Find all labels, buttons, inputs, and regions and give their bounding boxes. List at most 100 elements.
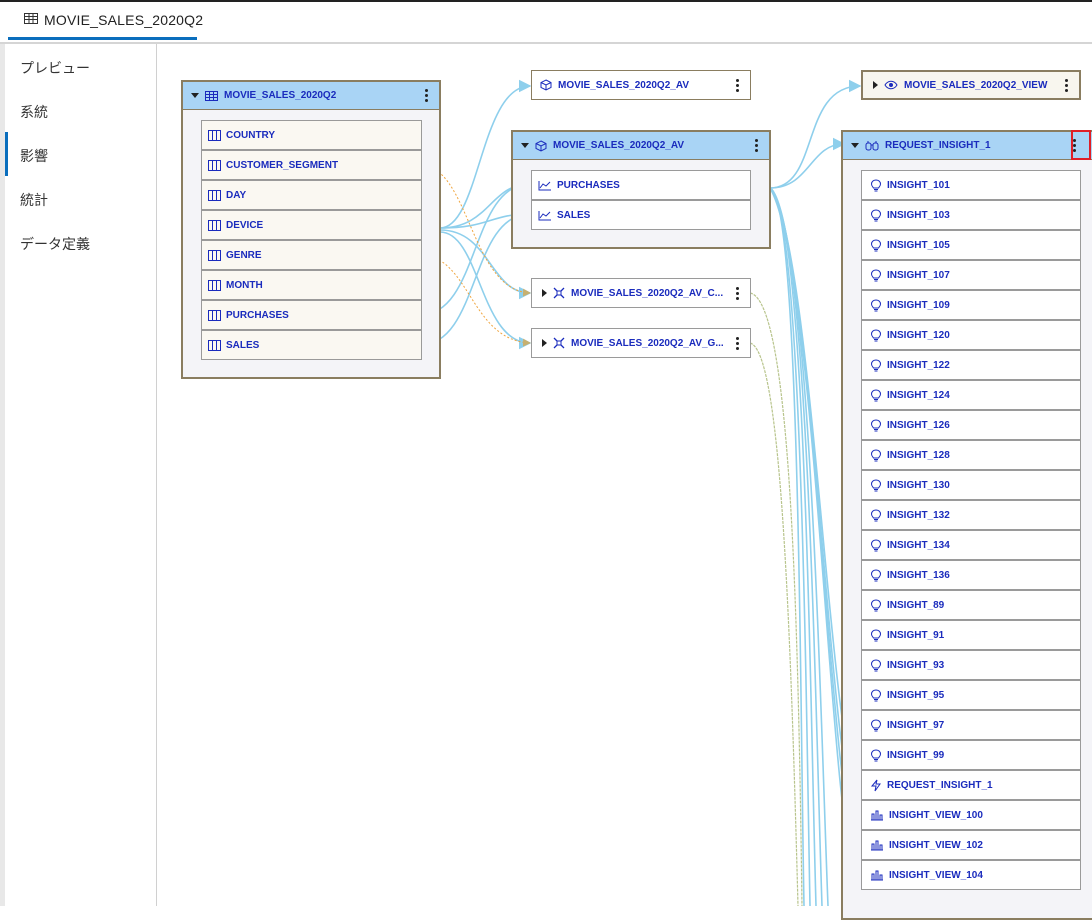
object-tab[interactable]: MOVIE_SALES_2020Q2 (8, 2, 203, 40)
insight-item-request-insight-1[interactable]: REQUEST_INSIGHT_1 (861, 770, 1081, 800)
insight-item-insight-103[interactable]: INSIGHT_103 (861, 200, 1081, 230)
kebab-menu-icon[interactable] (1063, 78, 1069, 92)
kebab-menu-icon[interactable] (753, 139, 759, 152)
column-label: SALES (226, 339, 260, 351)
column-icon (208, 189, 221, 201)
expand-caret-icon[interactable] (873, 81, 878, 89)
lightbulb-icon (870, 298, 882, 312)
lightbulb-icon (870, 508, 882, 522)
insight-item-insight-120[interactable]: INSIGHT_120 (861, 320, 1081, 350)
column-day[interactable]: DAY (201, 180, 422, 210)
kebab-menu-icon[interactable] (423, 89, 429, 102)
hierarchy-g-header[interactable]: MOVIE_SALES_2020Q2_AV_G... (532, 329, 750, 357)
insight-item-insight-132[interactable]: INSIGHT_132 (861, 500, 1081, 530)
kebab-menu-icon[interactable] (734, 286, 740, 300)
column-purchases[interactable]: PURCHASES (201, 300, 422, 330)
column-sales[interactable]: SALES (201, 330, 422, 360)
line-chart-icon (538, 210, 552, 221)
expand-caret-icon[interactable] (542, 289, 547, 297)
collapse-caret-icon[interactable] (851, 143, 859, 148)
left-edge (0, 44, 5, 906)
av-collapsed-node[interactable]: MOVIE_SALES_2020Q2_AV (531, 70, 751, 100)
insight-item-label: INSIGHT_VIEW_104 (889, 869, 983, 881)
nav-item-preview[interactable]: プレビュー (20, 60, 90, 76)
lightbulb-icon (870, 688, 882, 702)
insight-item-insight-136[interactable]: INSIGHT_136 (861, 560, 1081, 590)
hierarchy-c-header[interactable]: MOVIE_SALES_2020Q2_AV_C... (532, 279, 750, 307)
kebab-menu-icon[interactable] (1071, 139, 1077, 152)
insight-item-label: INSIGHT_99 (887, 749, 945, 761)
insight-item-label: INSIGHT_109 (887, 299, 950, 311)
insight-item-insight-91[interactable]: INSIGHT_91 (861, 620, 1081, 650)
insight-item-insight-109[interactable]: INSIGHT_109 (861, 290, 1081, 320)
lightbulb-icon (870, 358, 882, 372)
insight-item-insight-view-100[interactable]: INSIGHT_VIEW_100 (861, 800, 1081, 830)
lightbulb-icon (870, 478, 882, 492)
view-node-title: MOVIE_SALES_2020Q2_VIEW (904, 79, 1048, 91)
nav-item-statistics[interactable]: 統計 (20, 192, 48, 208)
column-genre[interactable]: GENRE (201, 240, 422, 270)
measure-label: PURCHASES (557, 179, 620, 191)
source-table-header[interactable]: MOVIE_SALES_2020Q2 (183, 82, 439, 110)
av-collapsed-header[interactable]: MOVIE_SALES_2020Q2_AV (532, 71, 750, 99)
insight-item-insight-124[interactable]: INSIGHT_124 (861, 380, 1081, 410)
insight-item-insight-89[interactable]: INSIGHT_89 (861, 590, 1081, 620)
measure-purchases[interactable]: PURCHASES (531, 170, 751, 200)
insight-item-insight-105[interactable]: INSIGHT_105 (861, 230, 1081, 260)
lightbulb-icon (870, 178, 882, 192)
insight-item-insight-99[interactable]: INSIGHT_99 (861, 740, 1081, 770)
nav-item-impact[interactable]: 影響 (20, 148, 48, 164)
insight-item-label: INSIGHT_107 (887, 269, 950, 281)
measure-sales[interactable]: SALES (531, 200, 751, 230)
insight-item-insight-97[interactable]: INSIGHT_97 (861, 710, 1081, 740)
av-expanded-title: MOVIE_SALES_2020Q2_AV (553, 140, 684, 151)
insight-item-insight-128[interactable]: INSIGHT_128 (861, 440, 1081, 470)
column-country[interactable]: COUNTRY (201, 120, 422, 150)
column-month[interactable]: MONTH (201, 270, 422, 300)
av-collapsed-title: MOVIE_SALES_2020Q2_AV (558, 79, 689, 91)
insight-item-insight-view-104[interactable]: INSIGHT_VIEW_104 (861, 860, 1081, 890)
column-label: DAY (226, 189, 247, 201)
insight-item-insight-101[interactable]: INSIGHT_101 (861, 170, 1081, 200)
hierarchy-icon (553, 287, 565, 299)
insight-item-insight-93[interactable]: INSIGHT_93 (861, 650, 1081, 680)
collapse-caret-icon[interactable] (191, 93, 199, 98)
insight-item-insight-view-102[interactable]: INSIGHT_VIEW_102 (861, 830, 1081, 860)
insight-item-insight-122[interactable]: INSIGHT_122 (861, 350, 1081, 380)
insight-item-label: INSIGHT_VIEW_100 (889, 809, 983, 821)
column-icon (208, 219, 221, 231)
lightbulb-icon (870, 748, 882, 762)
insight-item-insight-107[interactable]: INSIGHT_107 (861, 260, 1081, 290)
insight-item-label: INSIGHT_89 (887, 599, 945, 611)
kebab-menu-icon[interactable] (734, 336, 740, 350)
table-icon (205, 90, 218, 101)
column-customer-segment[interactable]: CUSTOMER_SEGMENT (201, 150, 422, 180)
source-table-title: MOVIE_SALES_2020Q2 (224, 90, 337, 101)
hierarchy-icon (553, 337, 565, 349)
insight-item-label: INSIGHT_132 (887, 509, 950, 521)
lightbulb-icon (870, 328, 882, 342)
insight-item-insight-130[interactable]: INSIGHT_130 (861, 470, 1081, 500)
view-node[interactable]: MOVIE_SALES_2020Q2_VIEW (861, 70, 1081, 100)
nav-item-lineage[interactable]: 系統 (20, 104, 48, 120)
top-separator (0, 42, 1092, 44)
insight-item-insight-126[interactable]: INSIGHT_126 (861, 410, 1081, 440)
highlight-box (1071, 130, 1091, 160)
hierarchy-c-node[interactable]: MOVIE_SALES_2020Q2_AV_C... (531, 278, 751, 308)
insight-item-label: INSIGHT_101 (887, 179, 950, 191)
request-insight-header[interactable]: REQUEST_INSIGHT_1 (843, 132, 1092, 160)
av-expanded-header[interactable]: MOVIE_SALES_2020Q2_AV (513, 132, 769, 160)
view-node-header[interactable]: MOVIE_SALES_2020Q2_VIEW (863, 72, 1079, 98)
insight-item-label: INSIGHT_91 (887, 629, 945, 641)
insight-item-insight-134[interactable]: INSIGHT_134 (861, 530, 1081, 560)
insight-item-insight-95[interactable]: INSIGHT_95 (861, 680, 1081, 710)
expand-caret-icon[interactable] (542, 339, 547, 347)
collapse-caret-icon[interactable] (521, 143, 529, 148)
bar-chart-icon (870, 840, 884, 851)
hierarchy-g-node[interactable]: MOVIE_SALES_2020Q2_AV_G... (531, 328, 751, 358)
column-device[interactable]: DEVICE (201, 210, 422, 240)
lightbulb-icon (870, 568, 882, 582)
insight-item-label: INSIGHT_134 (887, 539, 950, 551)
kebab-menu-icon[interactable] (734, 78, 740, 92)
nav-item-data-definition[interactable]: データ定義 (20, 236, 90, 252)
